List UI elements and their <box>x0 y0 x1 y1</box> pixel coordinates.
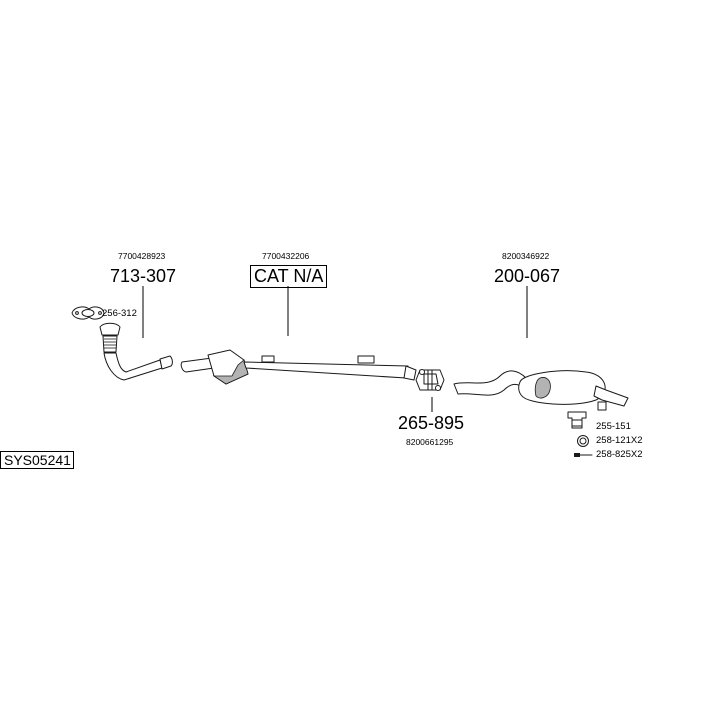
part-number-713-307: 713-307 <box>110 266 177 286</box>
part-number-200-067: 200-067 <box>494 266 561 286</box>
front-pipe-713-307 <box>99 322 173 381</box>
catalyst-section <box>180 349 417 385</box>
bolt-icon <box>574 453 593 457</box>
oe-number-200-067: 8200346922 <box>502 251 550 261</box>
system-code-label: SYS05241 <box>0 451 74 469</box>
accessory-label-gasket: 256-312 <box>102 308 137 319</box>
connector-clamp-265-895 <box>415 369 445 391</box>
gasket-icon <box>71 306 105 320</box>
oe-number-713-307: 7700428923 <box>118 251 166 261</box>
accessory-label-ring: 258-121X2 <box>596 435 643 446</box>
oe-number-cat: 7700432206 <box>262 251 310 261</box>
part-number-265-895: 265-895 <box>398 413 465 433</box>
rubber-hanger-icon <box>567 411 587 429</box>
part-number-cat: CAT N/A <box>250 265 328 288</box>
rear-silencer-200-067 <box>453 370 629 411</box>
ring-gasket-icon <box>577 435 589 447</box>
accessory-label-hanger: 255-151 <box>596 421 631 432</box>
oe-number-265-895: 8200661295 <box>406 437 454 447</box>
accessory-label-bolt: 258-825X2 <box>596 449 643 460</box>
